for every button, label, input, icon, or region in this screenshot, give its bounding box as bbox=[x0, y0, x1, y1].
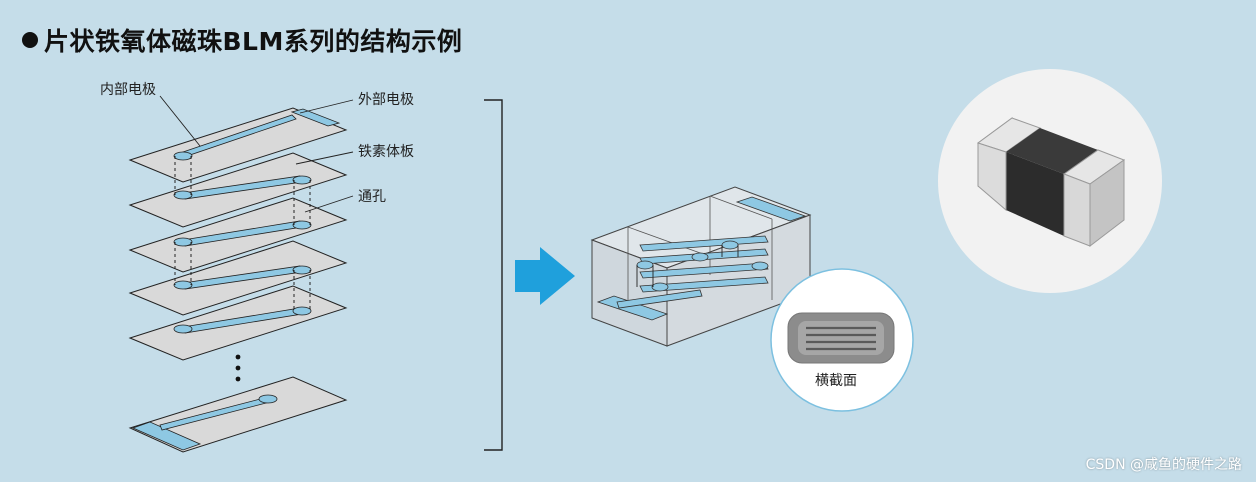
label-via-hole: 通孔 bbox=[358, 189, 386, 205]
bullet-icon bbox=[22, 32, 38, 48]
leader-lines bbox=[159, 95, 354, 213]
watermark: CSDN @咸鱼的硬件之路 bbox=[1085, 457, 1242, 473]
assembled-chip-3d bbox=[590, 186, 812, 347]
ferrite-sheet-2 bbox=[128, 152, 348, 228]
cross-section-callout: 横截面 bbox=[770, 268, 914, 412]
label-cross-section: 横截面 bbox=[815, 373, 857, 389]
ferrite-sheet-4 bbox=[128, 240, 348, 316]
ferrite-sheet-1 bbox=[128, 107, 348, 183]
grouping-bracket bbox=[484, 99, 503, 451]
label-ferrite-sheet: 铁素体板 bbox=[358, 144, 414, 160]
ferrite-sheet-3 bbox=[128, 197, 348, 273]
title-text: 片状铁氧体磁珠BLM系列的结构示例 bbox=[44, 27, 463, 56]
ferrite-sheet-5 bbox=[128, 285, 348, 361]
more-layers-dots bbox=[235, 354, 241, 382]
figure-title: 片状铁氧体磁珠BLM系列的结构示例 bbox=[22, 22, 462, 58]
right-arrow-icon bbox=[515, 247, 575, 305]
ferrite-sheet-bottom bbox=[128, 376, 348, 453]
layer-stack: 内部电极 外部电极 铁素体板 通孔 bbox=[100, 82, 414, 453]
label-internal-electrode: 内部电极 bbox=[100, 82, 156, 98]
label-external-electrode: 外部电极 bbox=[358, 92, 414, 108]
chip-photo-callout bbox=[938, 69, 1162, 293]
via-hole-lines bbox=[174, 156, 311, 311]
